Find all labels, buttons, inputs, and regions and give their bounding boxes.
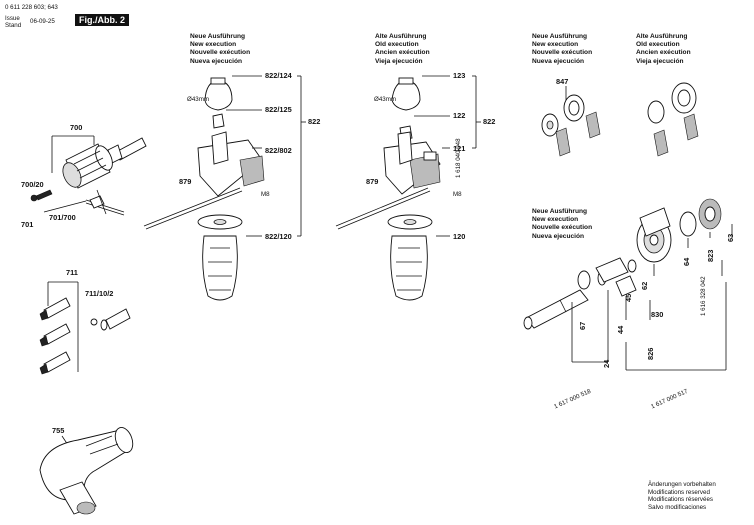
part-label-m8-new: M8 xyxy=(261,191,270,198)
new-execution-de: Neue Ausführung xyxy=(532,208,588,215)
part-label-64: 64 xyxy=(682,257,691,266)
issue-label: Issue Stand xyxy=(5,15,22,29)
new-execution-en: New execution xyxy=(532,216,579,224)
old-execution-es: Vieja ejecución xyxy=(375,57,423,65)
new-execution-en: New execution xyxy=(532,41,579,49)
issue-date: 06-09-25 xyxy=(30,18,55,25)
document-number: 0 611 228 603; 643 xyxy=(5,4,58,11)
notice-es: Salvo modificaciones xyxy=(648,503,707,511)
part-label-830: 830 xyxy=(651,310,664,319)
part-label-822-125: 822/125 xyxy=(265,105,292,114)
part-label-121: 121 xyxy=(453,144,466,153)
new-execution-es: Nueva ejecución xyxy=(190,57,243,65)
old-execution-es: Vieja ejecución xyxy=(636,57,684,65)
part-label-1616328042: 1 616 328 042 xyxy=(700,276,707,316)
part-label-823: 823 xyxy=(706,249,715,262)
part-label-m8-old: M8 xyxy=(453,191,462,198)
gear-train-drawing xyxy=(523,198,733,371)
modification-notice: Änderungen vorbehalten Modifications res… xyxy=(648,481,716,511)
part-label-701-700: 701/700 xyxy=(49,213,76,222)
part-label-701: 701 xyxy=(21,220,34,229)
part-label-755: 755 xyxy=(52,426,65,435)
part-label-826: 826 xyxy=(646,347,655,360)
old-handle-assembly-drawing xyxy=(335,75,481,301)
old-execution-heading-bearing: Alte Ausführung Old execution Ancien exé… xyxy=(636,33,691,66)
old-execution-en: Old execution xyxy=(375,41,419,49)
part-label-822-802: 822/802 xyxy=(265,146,292,155)
new-execution-fr: Nouvelle exécution xyxy=(190,49,251,57)
part-label-822-124: 822/124 xyxy=(265,71,292,80)
new-execution-es: Nueva ejecución xyxy=(532,232,585,240)
new-execution-fr: Nouvelle exécution xyxy=(532,49,593,57)
old-execution-de: Alte Ausführung xyxy=(636,33,688,40)
part-label-879-new: 879 xyxy=(179,177,192,186)
new-execution-fr: Nouvelle exécution xyxy=(532,224,593,232)
old-execution-fr: Ancien exécution xyxy=(636,49,691,57)
part-label-diameter-new: Ø43mm xyxy=(187,96,210,103)
figure-label: Fig./Abb. 2 xyxy=(75,14,129,26)
part-label-63: 63 xyxy=(726,233,735,242)
part-label-diameter-old: Ø43mm xyxy=(374,96,397,103)
new-execution-de: Neue Ausführung xyxy=(190,33,246,40)
new-execution-en: New execution xyxy=(190,41,237,49)
part-label-123: 123 xyxy=(453,71,466,80)
part-label-711-10-2: 711/10/2 xyxy=(85,289,114,298)
bearing-set-drawing xyxy=(541,82,699,157)
part-label-120: 120 xyxy=(453,232,466,241)
part-label-24: 24 xyxy=(602,359,611,368)
part-label-711: 711 xyxy=(66,268,78,277)
part-label-700-20: 700/20 xyxy=(21,180,44,189)
part-label-1618040048: 1 618 040 048 xyxy=(455,138,462,178)
notice-de: Änderungen vorbehalten xyxy=(648,481,716,488)
part-label-700: 700 xyxy=(70,123,83,132)
old-execution-en: Old execution xyxy=(636,41,680,49)
new-execution-heading-bearing: Neue Ausführung New execution Nouvelle e… xyxy=(532,33,592,66)
part-label-122: 122 xyxy=(453,111,466,120)
part-label-45: 45 xyxy=(624,293,633,302)
part-label-847: 847 xyxy=(556,77,569,86)
part-label-822-120: 822/120 xyxy=(265,232,292,241)
notice-en: Modifications reserved xyxy=(648,488,710,496)
part-label-879-old: 879 xyxy=(366,177,379,186)
notice-fr: Modifications réservées xyxy=(648,496,713,504)
new-execution-heading-handle: Neue Ausführung New execution Nouvelle e… xyxy=(190,33,250,66)
old-execution-fr: Ancien exécution xyxy=(375,49,430,57)
angle-attachment-drawing xyxy=(39,427,134,515)
drill-chuck-drawing xyxy=(30,135,147,216)
old-execution-de: Alte Ausführung xyxy=(375,33,427,40)
part-label-44: 44 xyxy=(616,325,625,334)
new-execution-de: Neue Ausführung xyxy=(532,33,588,40)
new-handle-assembly-drawing xyxy=(143,75,306,301)
part-label-62: 62 xyxy=(640,281,649,290)
part-label-822-new: 822 xyxy=(308,117,321,126)
screwdriver-bits-drawing xyxy=(39,281,131,375)
part-label-67: 67 xyxy=(578,321,587,330)
new-execution-es: Nueva ejecución xyxy=(532,57,585,65)
part-label-822-old: 822 xyxy=(483,117,496,126)
old-execution-heading-handle: Alte Ausführung Old execution Ancien exé… xyxy=(375,33,430,66)
new-execution-heading-gears: Neue Ausführung New execution Nouvelle e… xyxy=(532,208,592,241)
